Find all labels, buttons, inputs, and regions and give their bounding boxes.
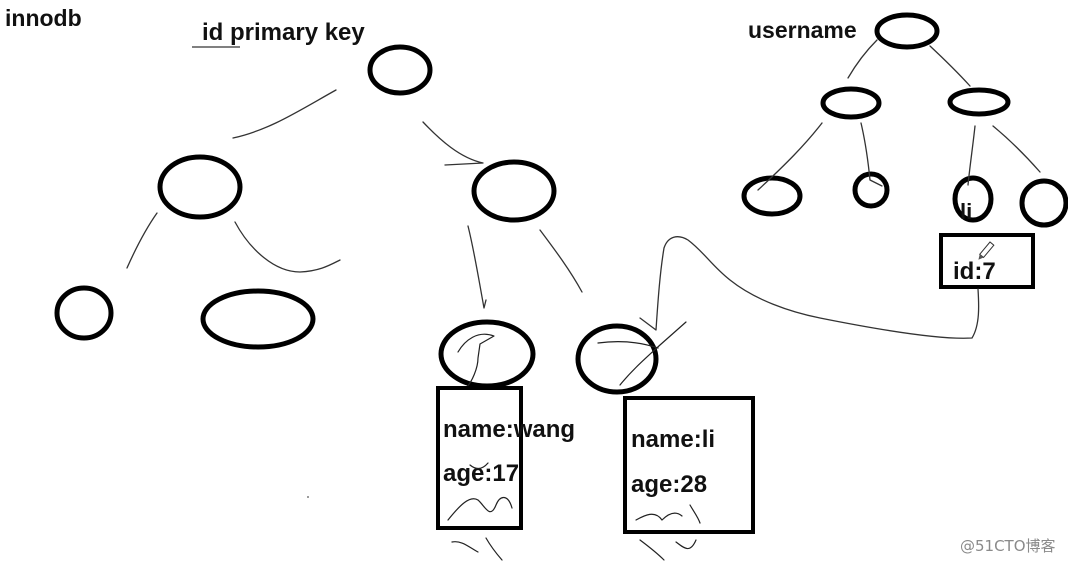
primary-leaf-node-li [575, 323, 659, 395]
record-wang: name:wang age:17 [436, 386, 575, 561]
tree-edge [992, 125, 1041, 173]
primary-leaf-node [200, 288, 316, 350]
secondary-internal-node-left [820, 86, 882, 120]
stray-dot [307, 496, 309, 498]
secondary-leaf-node [852, 171, 890, 209]
record-scribble [635, 504, 701, 561]
secondary-pointer: id:7 [953, 258, 996, 285]
secondary-leaf-node [1019, 178, 1068, 228]
record-box [623, 396, 755, 534]
primary-index-label: id primary key [202, 19, 365, 46]
leaf-scribble [457, 333, 495, 389]
record-age: age:17 [443, 460, 519, 487]
primary-internal-node-left [157, 154, 243, 220]
primary-root-node [367, 44, 433, 96]
secondary-leaf-node-li [952, 175, 994, 223]
tree-edge [967, 125, 976, 186]
record-name: name:wang [443, 416, 575, 443]
secondary-leaf-node [741, 175, 803, 217]
primary-leaf-node [54, 285, 114, 341]
secondary-tree: li id:7 [741, 12, 1068, 289]
engine-label: innodb [5, 5, 82, 31]
record-box [436, 386, 523, 530]
tree-edge [234, 221, 341, 273]
record-age: age:28 [631, 471, 707, 498]
secondary-pointer-box [939, 233, 1035, 289]
primary-tree [54, 44, 687, 395]
primary-leaf-node-wang [438, 319, 536, 389]
watermark-text: @51CTO博客 [960, 537, 1056, 555]
secondary-index-label: username [748, 17, 857, 43]
tree-edge [860, 122, 883, 187]
tree-edge [467, 225, 487, 309]
leaf-scribble [597, 321, 687, 386]
tree-edge [929, 45, 971, 87]
tree-edge [126, 212, 158, 269]
tree-edge [757, 122, 823, 191]
lookup-back-reference-line [639, 236, 980, 339]
tree-edge [539, 229, 583, 293]
record-li: name:li age:28 [623, 396, 755, 561]
record-scribble [447, 462, 513, 561]
record-name: name:li [631, 426, 715, 453]
tree-edge [232, 89, 337, 139]
pencil-icon [978, 241, 995, 260]
primary-internal-node-right [471, 159, 557, 223]
tree-edge [422, 121, 484, 166]
secondary-leaf-key: li [960, 199, 972, 224]
secondary-internal-node-right [947, 87, 1011, 117]
secondary-root-node [874, 12, 940, 50]
tree-edge [847, 39, 878, 79]
